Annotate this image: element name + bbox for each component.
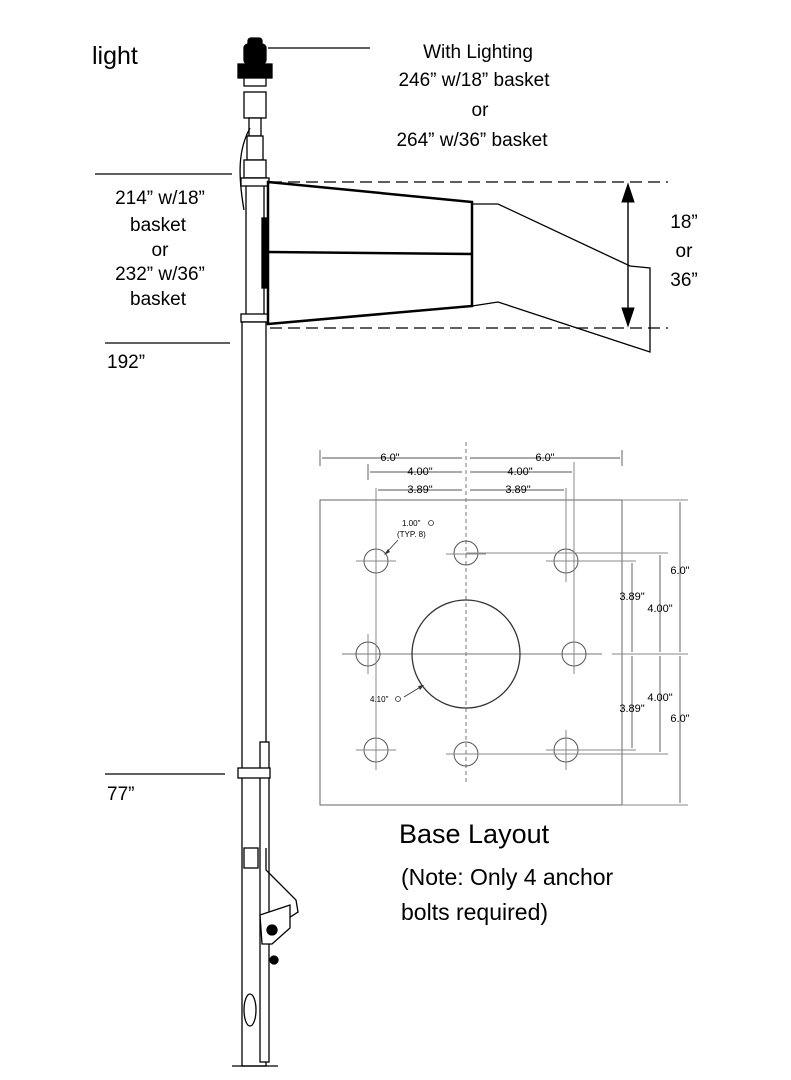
center-hole-size-label: 4.10" [370, 695, 389, 704]
basket-size-line-1: 18” [670, 212, 697, 233]
dim-label: 6.0" [535, 452, 554, 464]
base-top-dim-labels: 6.0" 6.0" 4.00" 4.00" 3.89" 3.89" [380, 452, 554, 496]
basket-size-label: 18” or 36” [670, 212, 697, 291]
h77-label: 77” [107, 784, 134, 805]
dim-label: 4.00" [507, 466, 532, 478]
dim-label: 6.0" [380, 452, 399, 464]
with-lighting-line-4: 264” w/36” basket [396, 130, 548, 151]
base-right-dimensions [631, 502, 681, 803]
with-lighting-label: With Lighting 246” w/18” basket or 264” … [396, 42, 550, 151]
basket-height-line-4: 232” w/36” [115, 264, 205, 285]
dim-label: 3.89" [407, 484, 432, 496]
dim-label: 4.00" [407, 466, 432, 478]
dim-label: 6.0" [670, 565, 689, 577]
base-plate-outline [319, 499, 623, 806]
dim-label: 4.00" [647, 692, 672, 704]
with-lighting-line-2: 246” w/18” basket [398, 70, 550, 91]
basket-height-line-1: 214” w/18” [115, 188, 205, 209]
center-hole [411, 599, 521, 709]
basket-size-line-2: or [676, 241, 694, 262]
base-layout-title: Base Layout [399, 819, 550, 849]
pole [232, 37, 299, 1067]
with-lighting-line-1: With Lighting [423, 42, 533, 63]
hole-typ-label: (TYP. 8) [397, 530, 426, 539]
basket-height-line-5: basket [130, 289, 187, 310]
base-note-line-2: bolts required) [401, 899, 548, 925]
base-top-dimensions [319, 450, 623, 491]
dim-label: 3.89" [619, 703, 644, 715]
obstruction-light-icon [243, 43, 267, 65]
basket-height-line-2: basket [130, 215, 187, 236]
h192-label: 192” [107, 352, 145, 373]
basket-height-line-3: or [152, 240, 170, 261]
dim-label: 6.0" [670, 713, 689, 725]
basket-size-line-3: 36” [670, 270, 697, 291]
basket-height-label: 214” w/18” basket or 232” w/36” basket [115, 188, 205, 310]
dim-label: 4.00" [647, 603, 672, 615]
windsock-basket [266, 180, 668, 353]
base-note-line-1: (Note: Only 4 anchor [401, 864, 614, 890]
with-lighting-line-3: or [472, 100, 490, 121]
center-hole-note: 4.10" [370, 685, 424, 704]
dim-label: 3.89" [619, 591, 644, 603]
base-plate [319, 442, 688, 806]
hole-note: 1.00" (TYP. 8) [384, 519, 434, 555]
light-label: light [92, 42, 138, 70]
dim-label: 3.89" [505, 484, 530, 496]
hole-size-label: 1.00" [402, 519, 421, 528]
base-right-dim-labels: 6.0" 3.89" 4.00" 4.00" 3.89" 6.0" [619, 565, 689, 725]
